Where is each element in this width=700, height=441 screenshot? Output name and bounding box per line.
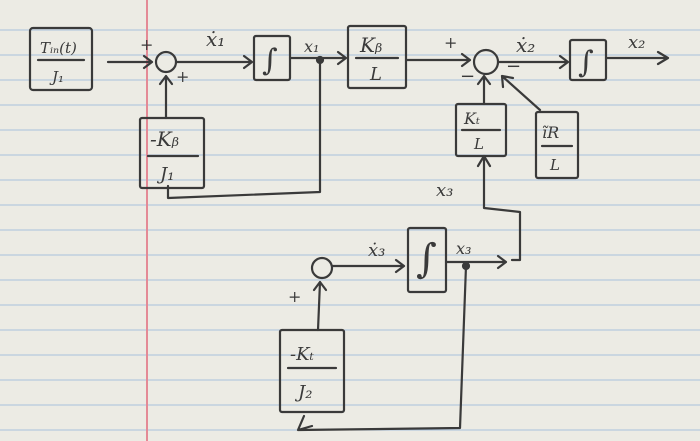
block-kt-over-l xyxy=(454,102,508,158)
block-ir-l-num: ĩR xyxy=(542,123,559,142)
sign-sum1-bottom: + xyxy=(176,67,189,86)
block-fb-kb-num: -Kᵦ xyxy=(150,127,179,151)
block-input xyxy=(28,26,94,92)
integrator-3-symbol: ∫ xyxy=(416,236,437,282)
summing-junction-2 xyxy=(472,48,500,76)
block-input-den: J₁ xyxy=(49,68,64,86)
x3-feedback-line xyxy=(476,154,522,262)
arrow-int2-out xyxy=(604,50,670,66)
signal-x2dot: ẋ₂ xyxy=(516,33,535,57)
signal-x3-out: x₃ xyxy=(456,239,471,258)
arrow-kbl-sum2 xyxy=(404,52,472,68)
arrow-sum1-int1 xyxy=(174,54,254,70)
integrator-3 xyxy=(406,226,448,294)
signal-x1dot: ẋ₁ xyxy=(206,27,225,51)
feedback-x3-line xyxy=(296,264,468,432)
block-kt-l-den: L xyxy=(473,135,484,153)
arrow-ktl-sum2 xyxy=(476,74,492,106)
integrator-2-symbol: ∫ xyxy=(578,45,594,80)
arrow-fb-sum3 xyxy=(312,280,328,332)
integrator-1-symbol: ∫ xyxy=(262,43,278,78)
arrow-input-sum1 xyxy=(106,54,154,70)
sign-sum2-bottom: − xyxy=(460,66,475,87)
block-ir-over-l xyxy=(534,110,580,180)
summing-junction-3 xyxy=(310,256,334,280)
block-kb-l-den: L xyxy=(369,64,382,85)
arrow-int3-out xyxy=(444,254,508,270)
signal-x2: x₂ xyxy=(628,32,645,53)
block-ir-l-den: L xyxy=(549,156,560,174)
signal-x3: x₃ xyxy=(436,180,453,201)
signal-x1: x₁ xyxy=(304,37,319,56)
signal-x3dot: ẋ₃ xyxy=(368,240,385,261)
feedback-x1-line xyxy=(166,58,322,200)
arrow-sum3-int3 xyxy=(330,258,406,274)
ruled-lines xyxy=(0,29,700,431)
block-kb-over-l xyxy=(346,24,408,90)
sign-sum2-top: + xyxy=(444,33,457,52)
block-neg-kb-over-j1 xyxy=(138,116,206,190)
sign-sum3-left: + xyxy=(288,287,301,306)
block-kt-j2-den: J₂ xyxy=(294,382,312,403)
sign-sum1-top: + xyxy=(140,35,153,54)
arrow-sum2-int2 xyxy=(496,54,570,70)
block-kt-l-num: Kₜ xyxy=(463,109,480,128)
block-kb-l-num: Kᵦ xyxy=(359,33,382,57)
sign-sum2-right: − xyxy=(506,56,521,77)
block-neg-kt-over-j2 xyxy=(278,328,346,414)
block-input-num: Tᵢₙ(t) xyxy=(40,39,77,57)
arrow-irl-sum2 xyxy=(500,74,542,112)
block-fb-kb-den: J₁ xyxy=(156,164,174,185)
arrow-fb-sum1 xyxy=(158,74,174,120)
block-kt-j2-num: -Kₜ xyxy=(290,344,315,365)
integrator-2 xyxy=(568,38,608,82)
